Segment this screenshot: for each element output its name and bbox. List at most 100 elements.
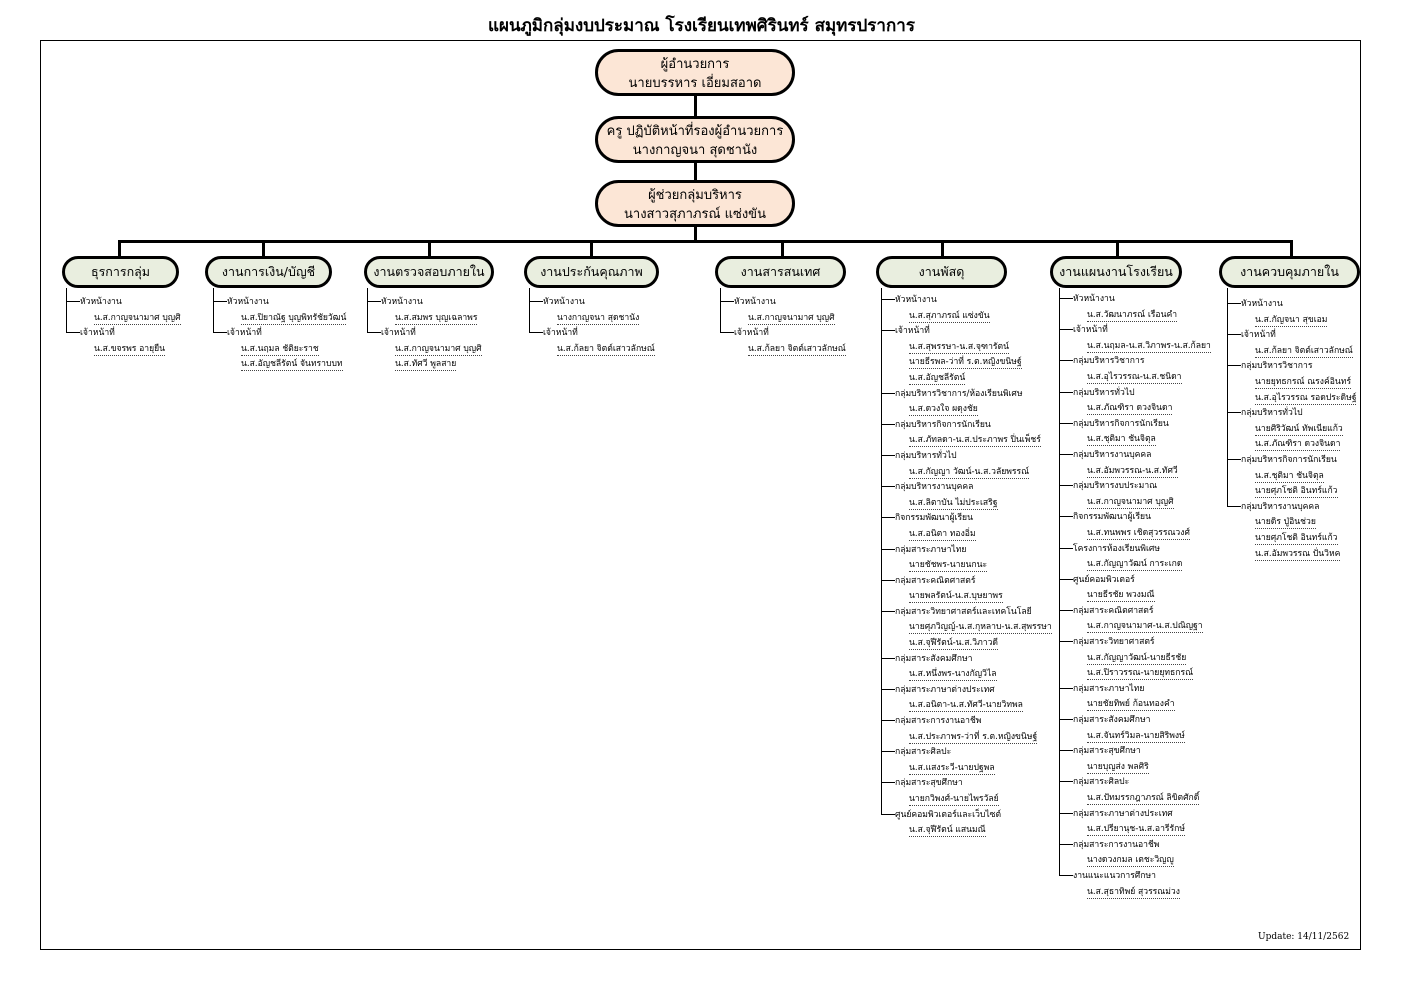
member-name-text: น.ส.อัญชลีรัตน์ จันทราบบท — [241, 359, 343, 372]
member-name: น.ส.กัญญา วัฒน์-น.ส.วลัยพรรณ์ — [909, 465, 1052, 481]
member-name: น.ส.ปรียานุช-น.ส.อารีรักษ์ — [1087, 822, 1211, 838]
connector-line — [262, 240, 265, 258]
section-heading-text: กลุ่มสาระการงานอาชีพ — [895, 716, 982, 727]
section-heading-text: กลุ่มบริหารงานบุคคล — [895, 482, 974, 493]
dept-box-information: งานสารสนเทศ — [715, 256, 846, 288]
member-name-text: นายพลรัตน์-น.ส.บุษยาพร — [909, 591, 1003, 604]
section-heading: กลุ่มสาระวิทยาศาสตร์และเทคโนโลยี — [881, 605, 1052, 621]
member-name-text: น.ส.กาญจนามาศ บุญศิ — [748, 312, 835, 325]
connector-line — [694, 96, 697, 117]
member-name-text: น.ส.ปัทมรรกฎาภรณ์ ลิขิตศักดิ์ — [1087, 793, 1200, 805]
member-name-text: น.ส.ภัณฑิรา ดวงจินดา — [1087, 403, 1173, 416]
section-heading: กลุ่มสาระคณิตศาสตร์ — [1059, 604, 1211, 620]
member-name: นายศุภวิญญ์-น.ส.กุหลาบ-น.ส.สุพรรษา — [909, 620, 1052, 636]
section-heading: หัวหน้างาน — [529, 295, 655, 311]
section-heading: กลุ่มสาระภาษาต่างประเทศ — [881, 683, 1052, 699]
member-name: น.ส.ชุติมา ชันจิตุล — [1255, 469, 1356, 485]
section-heading-text: กลุ่มสาระวิทยาศาสตร์ — [1073, 637, 1155, 648]
member-name-text: น.ส.สุพรรษา-น.ส.จุฑารัตน์ — [909, 341, 1009, 354]
member-name: น.ส.ภัณฑิรา ดวงจินดา — [1255, 437, 1356, 453]
member-name-text: นายกวิพงศ์-นายไพรวัลย์ — [909, 794, 999, 806]
member-name-text: น.ส.กาญจนามาศ บุญศิ — [395, 343, 482, 356]
section-heading-text: เจ้าหน้าที่ — [80, 328, 115, 339]
member-name-text: นายศุภโชติ อินทร์แก้ว — [1255, 532, 1338, 545]
section-heading: กลุ่มสาระคณิตศาสตร์ — [881, 574, 1052, 590]
member-name: น.ส.สมพร บุญเฉลาพร — [395, 311, 482, 327]
connector-line — [694, 163, 697, 181]
deputy-box: ครู ปฏิบัติหน้าที่รองผู้อำนวยการ นางกาญจ… — [595, 116, 795, 163]
member-name: น.ส.ภัณฑิรา ดวงจินดา — [1087, 401, 1211, 417]
section-heading-text: กิจกรรมพัฒนาผู้เรียน — [895, 513, 973, 524]
member-name-text: น.ส.ปิราวรรณ-นายยุทธกรณ์ — [1087, 668, 1194, 681]
section-heading-text: กลุ่มบริหารทั่วไป — [895, 450, 957, 461]
member-name: น.ส.อัญชลีรัตน์ — [909, 371, 1052, 387]
section-heading-text: หัวหน้างาน — [895, 295, 937, 305]
member-name-text: น.ส.กาญจนามาศ บุญศิ — [94, 312, 181, 325]
member-name-text: น.ส.กาญจนามาศ-น.ส.ปณิญฐา — [1087, 621, 1203, 634]
section-heading-text: กลุ่มบริหารกิจการนักเรียน — [895, 419, 991, 430]
section-heading: กลุ่มสาระสุขศึกษา — [881, 776, 1052, 792]
member-name: น.ส.อุไรวรรณ-น.ส.ชนิดา — [1087, 370, 1211, 386]
section-heading: กลุ่มบริหารวิชาการ/ห้องเรียนพิเศษ — [881, 387, 1052, 403]
section-heading-text: กลุ่มบริหารงานบุคคล — [1073, 449, 1152, 460]
member-name-text: น.ส.จุฬีรัตน์-น.ส.วิภาวดี — [909, 638, 998, 651]
assistant-name: นางสาวสุภาภรณ์ แซ่งขัน — [624, 207, 766, 222]
section-heading-text: เจ้าหน้าที่ — [895, 326, 930, 337]
column-trunk — [720, 288, 721, 334]
member-name-text: นายยุทธกรณ์ ณรงค์อินทร์ — [1255, 376, 1352, 389]
member-list-quality-assurance: หัวหน้างานนางกาญจนา สุดชานังเจ้าหน้าที่น… — [529, 295, 655, 358]
member-name: น.ส.กัญญาวัฒน์-นายธีรชัย — [1087, 651, 1211, 667]
section-heading: กลุ่มบริหารงบประมาณ — [1059, 479, 1211, 495]
member-name: น.ส.ก้ลยา จิตต์เสาวลักษณ์ — [748, 342, 846, 358]
connector-line — [1290, 240, 1293, 258]
member-name: นายบุญส่ง พลศิริ — [1087, 760, 1211, 776]
section-heading: กิจกรรมพัฒนาผู้เรียน — [1059, 510, 1211, 526]
section-heading-text: เจ้าหน้าที่ — [381, 328, 416, 339]
member-name-text: น.ส.นฤมล ชัติยะราช — [241, 343, 319, 356]
section-heading: กลุ่มบริหารงานบุคคล — [1226, 500, 1356, 516]
member-name: นายธีรพล-ว่าที่ ร.ต.หญิงขนิษฐ์ — [909, 355, 1052, 371]
member-name: น.ส.ขจรพร อายุยืน — [94, 342, 181, 358]
member-name-text: น.ส.ทัศวี พูลสาย — [395, 359, 457, 372]
director-name: นายบรรหาร เอี่ยมสอาด — [628, 76, 762, 91]
assistant-role: ผู้ช่วยกลุ่มบริหาร — [648, 188, 742, 203]
section-heading: กลุ่มสาระภาษาไทย — [1059, 682, 1211, 698]
section-heading: กลุ่มสาระภาษาต่างประเทศ — [1059, 807, 1211, 823]
column-trunk — [529, 288, 530, 334]
member-name-text: น.ส.สมพร บุญเฉลาพร — [395, 312, 478, 325]
member-name-text: น.ส.ทนพพร เชิดสุวรรณวงศ์ — [1087, 527, 1190, 540]
connector-line — [590, 240, 593, 258]
dept-box-finance: งานการเงิน/บัญชี — [205, 256, 332, 288]
section-heading: เจ้าหน้าที่ — [881, 324, 1052, 340]
member-name: น.ส.ชุติมา ชันจิตุล — [1087, 432, 1211, 448]
section-heading-text: กลุ่มสาระภาษาต่างประเทศ — [895, 684, 995, 695]
section-heading-text: กลุ่มบริหารวิชาการ — [1241, 361, 1313, 372]
member-name: นายกวิพงศ์-นายไพรวัลย์ — [909, 792, 1052, 808]
section-heading: เจ้าหน้าที่ — [1226, 328, 1356, 344]
section-heading: กลุ่มสาระการงานอาชีพ — [1059, 838, 1211, 854]
section-heading: กลุ่มสาระศิลปะ — [1059, 775, 1211, 791]
chart-frame — [40, 40, 1361, 950]
member-name: นายชัชพร-นายนกนะ — [909, 558, 1052, 574]
member-name: น.ส.จันทร์วิมล-นายสิริพงษ์ — [1087, 729, 1211, 745]
member-name: นายชัยทิพย์ ก้อนทองคำ — [1087, 697, 1211, 713]
section-heading-text: กลุ่มบริหารวิชาการ/ห้องเรียนพิเศษ — [895, 388, 1023, 399]
member-name: นายยุทธกรณ์ ณรงค์อินทร์ — [1255, 375, 1356, 391]
member-name-text: นายธีรชัย พวงมณี — [1087, 590, 1155, 603]
member-name-text: นายชัยทิพย์ ก้อนทองคำ — [1087, 699, 1175, 712]
section-heading-text: กลุ่มสาระภาษาไทย — [1073, 683, 1145, 694]
section-heading: งานแนะแนวการศึกษา — [1059, 869, 1211, 885]
section-heading-text: หัวหน้างาน — [1073, 294, 1115, 304]
member-name-text: น.ส.อุไรวรรณ-น.ส.ชนิดา — [1087, 371, 1182, 384]
section-heading: กลุ่มสาระศิลปะ — [881, 745, 1052, 761]
member-name-text: นายดิร ปู่อินช่วย — [1255, 517, 1316, 530]
section-heading-text: กลุ่มบริหารกิจการนักเรียน — [1241, 454, 1337, 465]
section-heading-text: กลุ่มสาระสุขศึกษา — [895, 778, 963, 789]
branch-line — [118, 240, 1293, 243]
member-name: น.ส.ปิราวรรณ-นายยุทธกรณ์ — [1087, 666, 1211, 682]
section-heading: หัวหน้างาน — [212, 295, 346, 311]
member-name: น.ส.กัญญาวัฒน์ การะเกด — [1087, 557, 1211, 573]
member-name-text: น.ส.ก้ลยา จิตต์เสาวลักษณ์ — [557, 343, 655, 356]
member-name-text: น.ส.กัญจนา สุขเอม — [1255, 314, 1328, 327]
member-name: น.ส.ก้ลยา จิตต์เสาวลักษณ์ — [557, 342, 655, 358]
